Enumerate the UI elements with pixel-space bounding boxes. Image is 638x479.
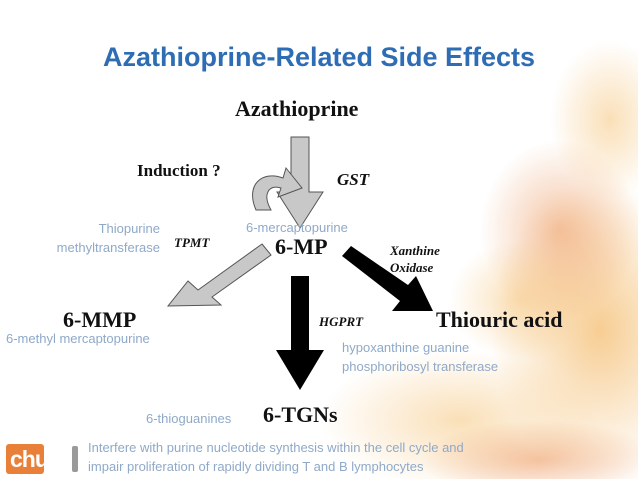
induction-arrow — [252, 166, 303, 211]
hgprt-arrow — [276, 276, 324, 390]
6-tgns-fullname: 6-thioguanines — [146, 411, 232, 426]
6-mmp-fullname: 6-methyl mercaptopurine — [6, 331, 150, 346]
logo-text: chu — [10, 446, 49, 472]
hgprt-fullname-line1: hypoxanthine guanine — [342, 340, 470, 355]
node-6-mp: 6-MP — [275, 234, 328, 259]
6-mp-fullname: 6-mercaptopurine — [246, 220, 348, 235]
node-azathioprine: Azathioprine — [235, 96, 359, 121]
node-thiouric-acid: Thiouric acid — [436, 307, 563, 332]
tpmt-fullname-line1: Thiopurine — [98, 221, 160, 236]
hgprt-label: HGPRT — [319, 314, 364, 329]
footer-text-line1: Interfere with purine nucleotide synthes… — [88, 440, 464, 455]
tpmt-arrow — [166, 243, 272, 307]
induction-label: Induction ? — [137, 161, 221, 180]
logo-figure-icon — [72, 446, 78, 472]
footer-text-line2: impair proliferation of rapidly dividing… — [88, 459, 424, 474]
slide-title: Azathioprine-Related Side Effects — [102, 42, 536, 72]
xanthine-oxidase-label-line1: Xanthine — [390, 243, 440, 258]
tpmt-label: TPMT — [174, 235, 210, 250]
tpmt-fullname-line2: methyltransferase — [56, 240, 160, 255]
node-6-mmp: 6-MMP — [63, 307, 137, 332]
xanthine-oxidase-label-line2: Oxidase — [390, 260, 434, 275]
chu-logo: chu — [6, 444, 86, 476]
hgprt-fullname-line2: phosphoribosyl transferase — [342, 359, 499, 374]
node-6-tgns: 6-TGNs — [263, 402, 338, 427]
xanthine-oxidase-arrow — [342, 246, 433, 311]
logo-mark-icon — [6, 444, 44, 474]
gst-label: GST — [337, 170, 370, 189]
